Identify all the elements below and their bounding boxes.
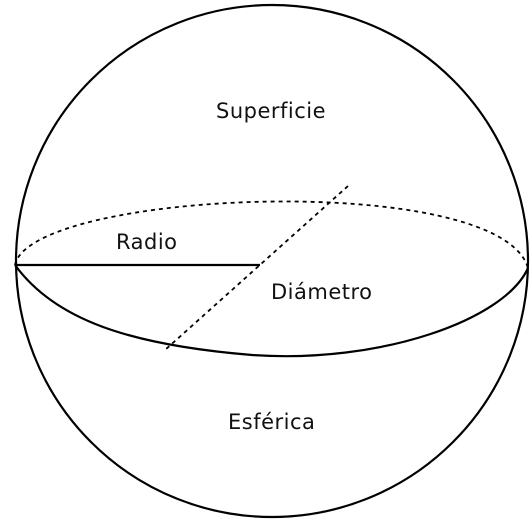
label-superficie: Superficie (216, 99, 326, 123)
equator-front (14, 264, 530, 358)
diameter-line (164, 185, 349, 351)
label-esferica: Esférica (228, 410, 315, 434)
equator-back-dashed (14, 200, 529, 269)
sphere-outline (14, 3, 530, 519)
label-diametro: Diámetro (271, 280, 373, 304)
label-radio: Radio (116, 230, 178, 254)
